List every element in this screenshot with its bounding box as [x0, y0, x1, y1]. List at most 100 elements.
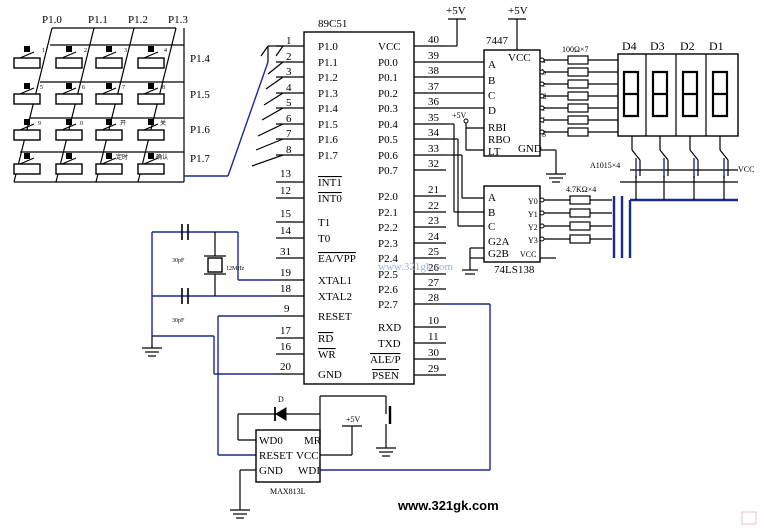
transistor-array-a1015: A1015×4 VCC [590, 136, 754, 183]
decoder-138-in-b: B [488, 207, 495, 219]
cap1-label: 30pF [172, 258, 185, 264]
decoder-7447-title: 7447 [486, 35, 509, 47]
mcu-pin-num-l0: 1 [286, 35, 292, 47]
keypad-matrix: P1.0 P1.1 P1.2 P1.3 P1.4 P1.5 P1.6 P1.7 [13, 14, 210, 183]
p1-bus [184, 45, 284, 177]
key-label-12: 关 [160, 119, 166, 127]
digit-label-d1: D1 [709, 39, 724, 53]
key-switch-14 [55, 153, 83, 175]
mcu-pin-name-l1: P1.1 [318, 57, 338, 69]
max813-pin-reset: RESET [259, 450, 293, 462]
mcu-pin-num-l14: 18 [280, 283, 292, 295]
mcu-pin-name-l17: WR [318, 349, 336, 361]
plus5v-7447-label: +5V [508, 5, 528, 17]
decoder-7447-rbi: RBI [488, 122, 507, 134]
mcu-title: 89C51 [318, 18, 347, 30]
mcu-pin-name-r7: P0.6 [378, 150, 398, 162]
mcu-pin-name-r11: P2.2 [378, 222, 398, 234]
decoder-7447-gnd: GND [518, 143, 542, 155]
decoder-138-out-y1: Y1 [528, 210, 538, 219]
mcu-pin-num-l11: 14 [280, 225, 292, 237]
digit-label-d4: D4 [622, 39, 637, 53]
keypad-row-label-3: P1.7 [190, 153, 210, 165]
cap2-label: 30pF [172, 318, 185, 324]
mcu-pin-name-r1: P0.0 [378, 57, 398, 69]
mcu-pin-name-r17: RXD [378, 322, 401, 334]
mcu-pin-name-l15: RESET [318, 311, 352, 323]
decoder-138-title: 74LS138 [494, 264, 535, 276]
mcu-pin-name-r20: PSEN [372, 370, 399, 382]
decoder-7447-in-d: D [488, 105, 496, 117]
key-switch-4 [137, 46, 165, 69]
keypad-row-label-2: P1.6 [190, 124, 210, 136]
key-switch-5 [13, 83, 41, 105]
key-switch-9 [13, 119, 41, 141]
resistor-4k7-label: 4.7KΩ×4 [566, 185, 596, 194]
key-label-8: 8 [162, 85, 165, 91]
mcu-pin-num-r14: 26 [428, 262, 440, 274]
key-label-1: 1 [42, 48, 45, 54]
mcu-pin-num-r9: 21 [428, 184, 439, 196]
mcu-pin-name-l7: P1.7 [318, 150, 338, 162]
decoder-7447-in-a: A [488, 59, 496, 71]
key-switch-6 [55, 83, 83, 105]
mcu-pin-name-r13: P2.4 [378, 253, 398, 265]
mcu-pin-name-r16: P2.7 [378, 299, 398, 311]
mcu-pin-num-l10: 15 [280, 208, 292, 220]
mcu-pin-num-r6: 34 [428, 127, 440, 139]
digit-label-d3: D3 [650, 39, 665, 53]
keypad-col-label-2: P1.2 [128, 14, 148, 26]
mcu-pin-num-l12: 31 [280, 246, 291, 258]
resistor-array-label: 100Ω×7 [562, 45, 588, 54]
digit-label-d2: D2 [680, 39, 695, 53]
keypad-col-label-0: P1.0 [42, 14, 62, 26]
mcu-pin-name-l16: RD [318, 333, 333, 345]
plus5v-mcu-label: +5V [446, 5, 466, 17]
mcu-pin-num-l13: 19 [280, 267, 292, 279]
mcu-pin-name-r6: P0.5 [378, 134, 398, 146]
key-label-6: 6 [82, 85, 85, 91]
crystal-label: 12MHz [226, 266, 245, 272]
vcc-right-label: VCC [738, 165, 754, 174]
key-switch-10 [55, 119, 83, 141]
key-switch-8 [137, 83, 165, 105]
p0-to-138-wires [446, 123, 484, 227]
mcu-pin-name-l6: P1.6 [318, 134, 338, 146]
max813-pin-mr: MR [304, 435, 322, 447]
mcu-pin-name-l14: XTAL2 [318, 291, 352, 303]
key-label-3: 3 [124, 48, 127, 54]
keypad-row-label-1: P1.5 [190, 89, 210, 101]
mcu-pin-name-l2: P1.2 [318, 72, 338, 84]
max813-pin-wd0: WD0 [259, 435, 283, 447]
key-switch-16 [137, 153, 165, 175]
mcu-pin-num-r5: 35 [428, 112, 440, 124]
decoder-138-out-y2: Y2 [528, 223, 538, 232]
mcu-pin-name-l9: INT0 [318, 193, 342, 205]
mcu-pin-name-l11: T0 [318, 233, 331, 245]
key-label-11: 开 [120, 120, 126, 127]
mcu-pin-num-r17: 10 [428, 315, 440, 327]
mcu-pin-num-l3: 4 [286, 82, 292, 94]
max813l-supervisor: WD0 RESET GND MR VCC WDI MAX813L D +5V [230, 395, 396, 519]
ghost-watermark: www.321gk.com [378, 261, 453, 273]
mcu-pin-num-r1: 39 [428, 50, 440, 62]
oscillator-circuit: 30pF 30pF 12MHz [142, 224, 276, 375]
mcu-pin-name-r4: P0.3 [378, 103, 398, 115]
mcu-pin-num-l2: 3 [286, 66, 292, 78]
mcu-pin-name-r0: VCC [378, 41, 401, 53]
keypad-col-label-1: P1.1 [88, 14, 108, 26]
diode-label: D [278, 395, 284, 404]
mcu-pin-num-r8: 32 [428, 158, 439, 170]
key-label-5: 5 [40, 85, 43, 91]
mcu-pin-num-r19: 30 [428, 347, 440, 359]
mcu-pin-num-r11: 23 [428, 215, 440, 227]
key-label-15: 定时 [116, 153, 128, 161]
plus5v-rbi-label: +5V [452, 111, 467, 120]
decoder-7447-rbo: RBO [488, 134, 511, 146]
mcu-pin-num-l9: 12 [280, 185, 291, 197]
mcu-pin-num-l7: 8 [286, 144, 292, 156]
mcu-pin-num-r2: 38 [428, 65, 440, 77]
mcu-pin-num-r12: 24 [428, 231, 440, 243]
mcu-pin-name-r14: P2.5 [378, 269, 398, 281]
